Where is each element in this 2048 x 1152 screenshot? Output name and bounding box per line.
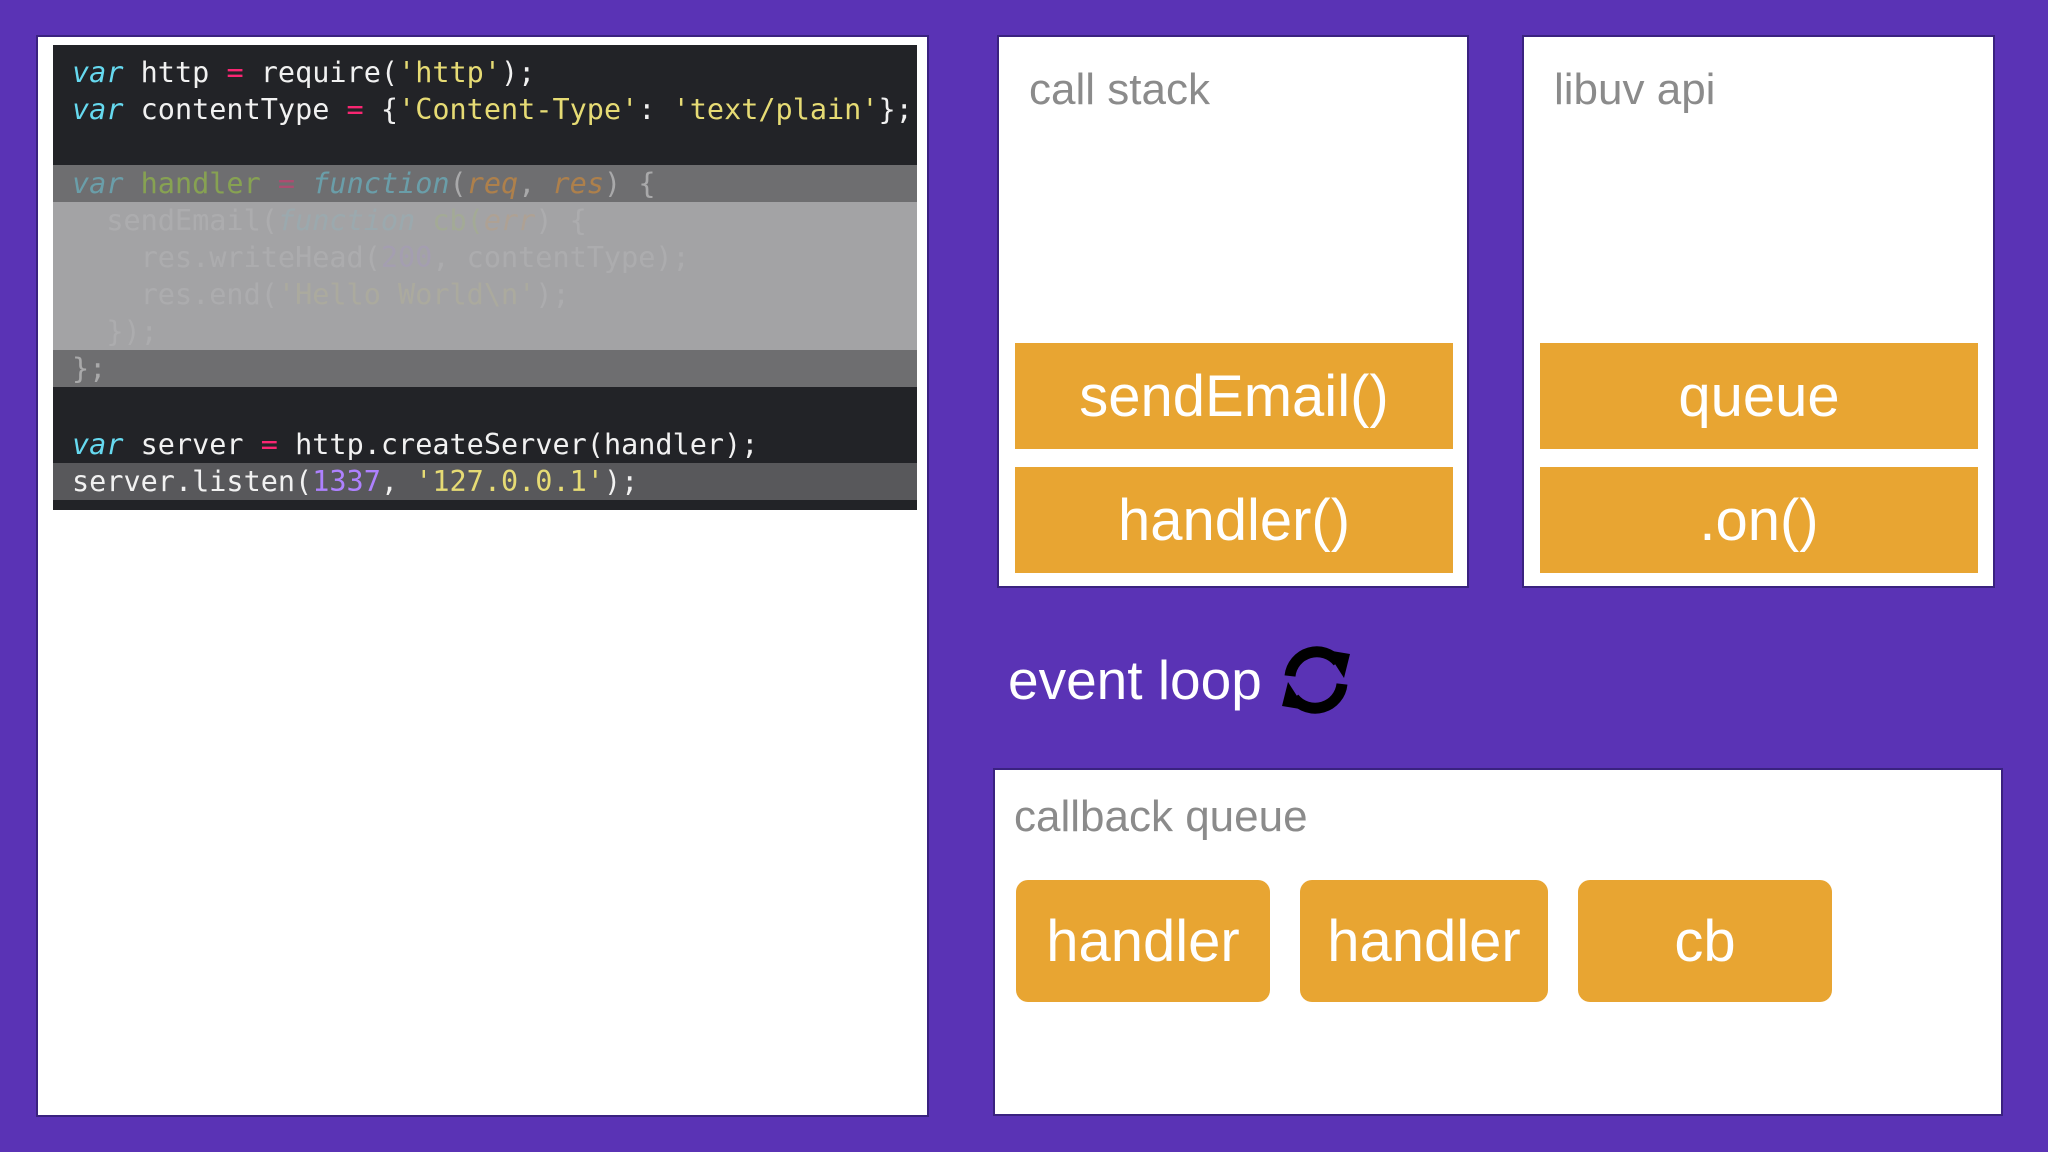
- code-token: );: [501, 56, 536, 89]
- code-token: , contentType);: [432, 241, 690, 274]
- code-token: =: [260, 428, 278, 461]
- code-editor: var http = require('http'); var contentT…: [53, 45, 917, 510]
- code-token: var: [72, 93, 124, 126]
- call-stack-title: call stack: [1029, 65, 1210, 114]
- stack-frame-send-email: sendEmail(): [1015, 343, 1453, 449]
- code-token: sendEmail(: [106, 204, 278, 237]
- callback-queue-title: callback queue: [1014, 792, 1308, 841]
- code-token: 'Content-Type': [398, 93, 639, 126]
- code-token: function: [277, 204, 416, 237]
- code-token: var: [72, 56, 124, 89]
- stack-frame-handler: handler(): [1015, 467, 1453, 573]
- code-line: var http = require('http');: [53, 54, 917, 91]
- code-token: };: [72, 352, 107, 385]
- code-token: 200: [380, 241, 433, 274]
- code-token: res.end(: [140, 278, 278, 311]
- code-token: res: [552, 167, 604, 200]
- code-line-highlighted: });: [53, 313, 917, 350]
- code-token: handler: [123, 167, 278, 200]
- code-token: contentType: [123, 93, 347, 126]
- code-token: });: [72, 315, 158, 348]
- code-token: (: [449, 167, 467, 200]
- code-line-highlighted: res.writeHead(200, contentType);: [53, 239, 917, 276]
- code-token: req: [466, 167, 519, 200]
- code-token: =: [226, 56, 244, 89]
- libuv-frame-on: .on(): [1540, 467, 1978, 573]
- code-token: [72, 204, 106, 237]
- code-token: =: [277, 167, 296, 200]
- code-token: 1337: [312, 465, 381, 498]
- refresh-icon: [1282, 646, 1350, 714]
- code-token: http: [123, 56, 227, 89]
- callback-queue-panel: callback queue handler handler cb: [993, 768, 2003, 1116]
- code-panel: var http = require('http'); var contentT…: [36, 35, 929, 1117]
- code-token: res.writeHead(: [140, 241, 381, 274]
- code-token: ,: [380, 465, 416, 498]
- code-line-highlighted: sendEmail(function cb(err) {: [53, 202, 917, 239]
- callback-item-cb: cb: [1578, 880, 1832, 1002]
- code-token: :: [638, 93, 673, 126]
- code-token: ,: [518, 167, 553, 200]
- code-token: 'Hello World\n': [277, 278, 536, 311]
- libuv-api-title: libuv api: [1554, 65, 1716, 114]
- code-line: var server = http.createServer(handler);: [53, 426, 917, 463]
- code-token: };: [878, 93, 913, 126]
- code-token: );: [535, 278, 570, 311]
- code-token: var: [72, 428, 124, 461]
- code-token: var: [72, 167, 124, 200]
- code-line-highlighted: res.end('Hello World\n');: [53, 276, 917, 313]
- code-line: var contentType = {'Content-Type': 'text…: [53, 91, 917, 128]
- callback-item-handler: handler: [1300, 880, 1548, 1002]
- code-token: err: [483, 204, 536, 237]
- code-token: ) {: [604, 167, 656, 200]
- code-token: [72, 241, 141, 274]
- callback-item-handler: handler: [1016, 880, 1270, 1002]
- code-token: '127.0.0.1': [415, 465, 604, 498]
- code-token: ) {: [535, 204, 587, 237]
- event-loop-label: event loop: [1008, 649, 1262, 711]
- code-token: server.listen(: [72, 465, 313, 498]
- code-token: {: [363, 93, 399, 126]
- code-token: function: [295, 167, 450, 200]
- code-token: http.createServer(handler);: [277, 428, 759, 461]
- libuv-frame-queue: queue: [1540, 343, 1978, 449]
- code-token: server: [123, 428, 261, 461]
- code-token: [72, 278, 141, 311]
- code-token: 'http': [398, 56, 501, 89]
- code-token: =: [346, 93, 364, 126]
- code-token: );: [603, 465, 639, 498]
- code-line-highlighted: server.listen(1337, '127.0.0.1');: [53, 463, 917, 500]
- call-stack-panel: call stack sendEmail() handler(): [997, 35, 1469, 588]
- code-token: require(: [243, 56, 399, 89]
- libuv-api-panel: libuv api queue .on(): [1522, 35, 1995, 588]
- code-line-highlighted: var handler = function(req, res) {: [53, 165, 917, 202]
- code-line-highlighted: };: [53, 350, 917, 387]
- code-token: 'text/plain': [672, 93, 879, 126]
- code-token: cb(: [415, 204, 484, 237]
